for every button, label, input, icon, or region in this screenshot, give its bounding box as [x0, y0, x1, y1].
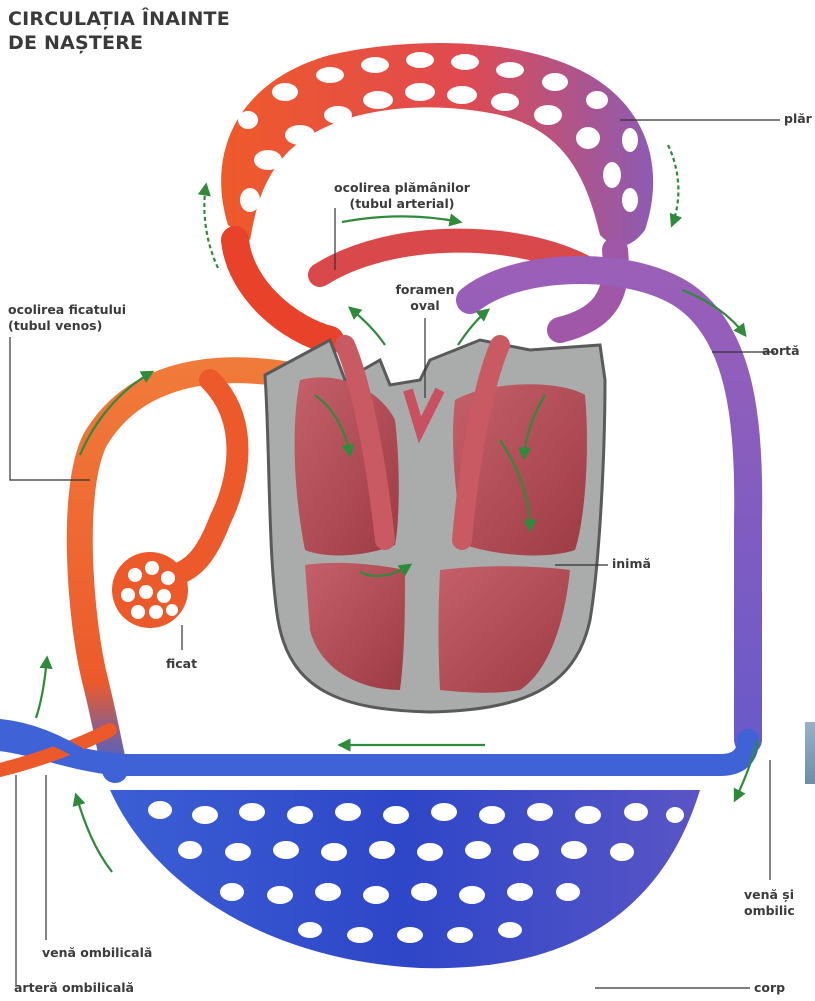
label-lung-bypass-1: ocolirea plămânilor [322, 180, 482, 196]
lung-network [221, 43, 653, 246]
label-foramen-1: foramen [380, 282, 470, 298]
label-umbilical-vein: venă ombilicală [42, 945, 152, 961]
label-vein-umbilical-2: ombilic [744, 903, 795, 919]
body-network [110, 790, 700, 968]
label-vein-umbilical-1: venă și [744, 887, 794, 903]
title-line-2: DE NAȘTERE [8, 32, 143, 54]
label-liver-bypass-2: (tubul venos) [8, 318, 102, 334]
label-lung-bypass-2: (tubul arterial) [322, 196, 482, 212]
venous-duct [80, 370, 290, 770]
right-edge-fragment [805, 722, 815, 784]
label-lungs: plăr [784, 111, 812, 127]
label-liver-bypass-1: ocolirea ficatului [8, 302, 126, 318]
liver-network [112, 552, 188, 628]
label-heart: inimă [612, 556, 651, 572]
title-line-1: CIRCULAȚIA ÎNAINTE [8, 8, 230, 30]
label-liver: ficat [166, 656, 197, 672]
label-foramen-2: oval [380, 298, 470, 314]
label-aorta: aortă [762, 343, 800, 359]
label-body: corp [754, 980, 785, 996]
label-umbilical-artery: arteră ombilicală [14, 980, 134, 996]
